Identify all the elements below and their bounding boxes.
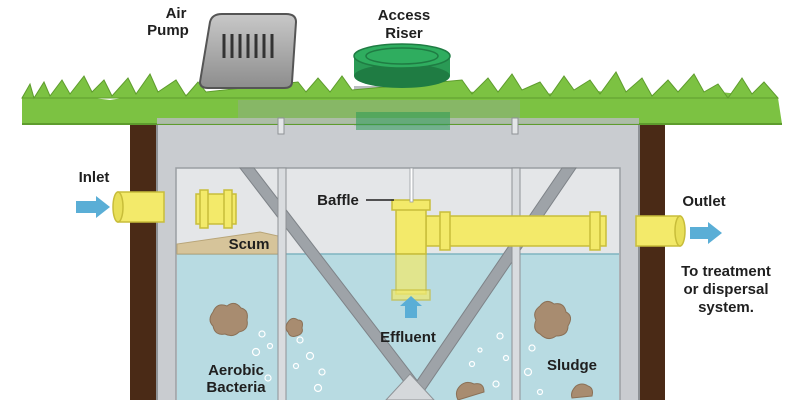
inlet-flow-arrow xyxy=(76,196,110,218)
inlet-pipe xyxy=(112,189,237,229)
aerobic-bacteria-label-line1: Aerobic xyxy=(208,362,264,379)
air-line-right xyxy=(511,117,519,135)
baffle-label: Baffle xyxy=(317,192,359,209)
access-riser-label-line2: Riser xyxy=(385,25,423,42)
cone-bottom-deflector xyxy=(385,373,435,400)
destination-label-line3: system. xyxy=(698,299,754,316)
access-riser xyxy=(353,43,451,130)
outlet-flow-arrow xyxy=(690,222,722,244)
inlet-label: Inlet xyxy=(79,169,110,186)
grass-blades xyxy=(21,71,780,100)
outlet-pipe xyxy=(425,211,686,251)
scum-label: Scum xyxy=(229,236,270,253)
air-pump xyxy=(198,13,298,89)
sludge-clumps xyxy=(209,300,593,400)
air-line-left xyxy=(277,117,285,135)
clarifier-wall-left xyxy=(238,167,433,400)
destination-label-line1: To treatment xyxy=(681,263,771,280)
effluent-flow-arrow xyxy=(400,296,422,318)
air-tube-right xyxy=(511,167,521,400)
baffle-tee xyxy=(391,167,431,301)
air-bubbles xyxy=(251,330,544,396)
access-riser-label-line1: Access xyxy=(378,7,431,24)
air-tube-left xyxy=(277,167,287,400)
outlet-label: Outlet xyxy=(682,193,725,210)
destination-label-line2: or dispersal xyxy=(683,281,768,298)
effluent-label: Effluent xyxy=(380,329,436,346)
air-pump-label-line1: Air xyxy=(166,5,187,22)
scum-layer xyxy=(176,231,279,255)
sludge-label: Sludge xyxy=(547,357,597,374)
aerobic-bacteria-label-line2: Bacteria xyxy=(206,379,266,396)
air-pump-label-line2: Pump xyxy=(147,22,189,39)
